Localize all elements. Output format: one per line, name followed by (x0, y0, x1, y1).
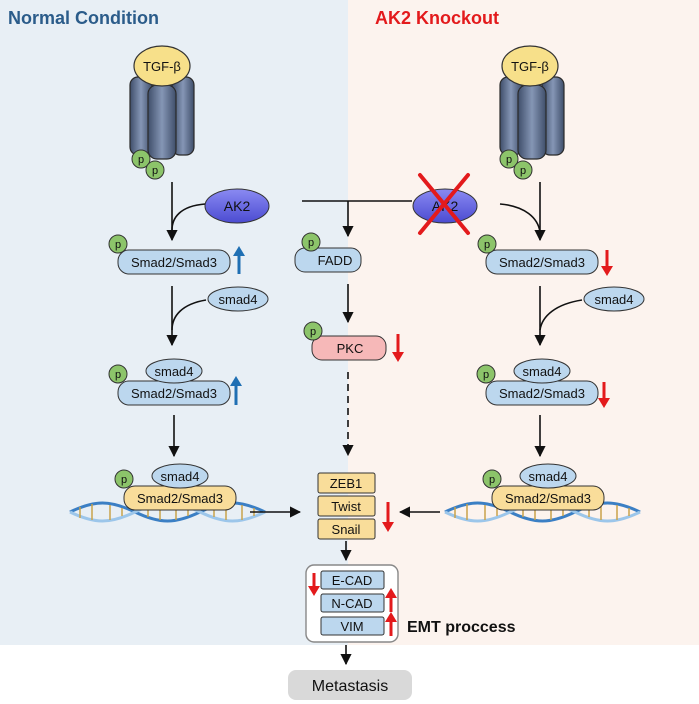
left-panel-title: Normal Condition (8, 8, 159, 28)
phospho-label: p (308, 237, 314, 249)
ecad-label: E-CAD (332, 573, 372, 588)
smad23-label: Smad2/Smad3 (137, 491, 223, 506)
smad4-label: smad4 (522, 364, 561, 379)
up-arrow-icon (385, 588, 397, 612)
up-arrow-icon (233, 246, 245, 274)
fadd-label: FADD (318, 253, 353, 268)
down-arrow-icon (601, 250, 613, 276)
ak2-label-left: AK2 (224, 198, 251, 214)
metastasis-label: Metastasis (312, 678, 388, 695)
smad4-label: smad4 (218, 292, 257, 307)
tgf-beta-label-left: TGF-β (143, 59, 181, 74)
ncad-label: N-CAD (331, 596, 372, 611)
phospho-label: p (138, 154, 144, 166)
smad4-label: smad4 (528, 469, 567, 484)
smad4-smad23-complex-right: Smad2/Smad3 smad4 p (476, 358, 599, 406)
right-panel-title: AK2 Knockout (375, 8, 499, 28)
down-arrow-icon (392, 334, 404, 362)
phospho-label: p (310, 326, 316, 338)
transcription-factor-box: ZEB1 Twist Snail (317, 472, 376, 540)
phospho-label: p (152, 165, 158, 177)
vim-label: VIM (340, 619, 363, 634)
smad4-free-left: smad4 (207, 286, 269, 312)
phospho-label: p (506, 154, 512, 166)
cross-mark-icon (418, 173, 470, 235)
emt-marker-box: E-CAD N-CAD VIM (305, 564, 399, 643)
smad23-label: Smad2/Smad3 (499, 255, 585, 270)
twist-label: Twist (331, 499, 361, 514)
ak2-left: AK2 (204, 188, 270, 224)
ak2-right-knocked-out: AK2 (412, 173, 478, 235)
phospho-label: p (484, 239, 490, 251)
phospho-label: p (483, 369, 489, 381)
down-arrow-icon (308, 573, 320, 596)
phospho-label: p (489, 474, 495, 486)
smad23-label: Smad2/Smad3 (499, 386, 585, 401)
tgf-beta-label-right: TGF-β (511, 59, 549, 74)
smad23-left-1: Smad2/Smad3 p (108, 234, 231, 275)
smad4-free-right: smad4 (583, 286, 645, 312)
down-arrow-icon (598, 382, 610, 408)
tgf-beta-receptor-icon-right: TGF-β p p (499, 45, 565, 180)
phospho-label: p (520, 165, 526, 177)
smad23-label: Smad2/Smad3 (505, 491, 591, 506)
smad23-label: Smad2/Smad3 (131, 255, 217, 270)
smad4-label: smad4 (594, 292, 633, 307)
pkc-label: PKC (337, 341, 364, 356)
pkc-node: PKC p (303, 321, 387, 361)
smad4-label: smad4 (160, 469, 199, 484)
smad23-right-1: Smad2/Smad3 p (477, 234, 599, 275)
emt-process-label: EMT proccess (407, 619, 516, 636)
phospho-label: p (121, 474, 127, 486)
zeb1-label: ZEB1 (330, 476, 363, 491)
smad4-smad23-dna-complex-left: Smad2/Smad3 smad4 p (114, 463, 237, 511)
metastasis-node: Metastasis (288, 670, 412, 700)
snail-label: Snail (332, 522, 361, 537)
down-arrow-icon (382, 502, 394, 532)
smad4-label: smad4 (154, 364, 193, 379)
tgf-beta-receptor-icon-left: TGF-β p p (129, 45, 195, 180)
smad23-label: Smad2/Smad3 (131, 386, 217, 401)
smad4-smad23-dna-complex-right: Smad2/Smad3 smad4 p (482, 463, 605, 511)
phospho-label: p (115, 369, 121, 381)
smad4-smad23-complex-left: Smad2/Smad3 smad4 p (108, 358, 231, 406)
up-arrow-icon (230, 376, 242, 405)
fadd-node: FADD p (294, 232, 362, 273)
up-arrow-icon (385, 612, 397, 636)
phospho-label: p (115, 239, 121, 251)
